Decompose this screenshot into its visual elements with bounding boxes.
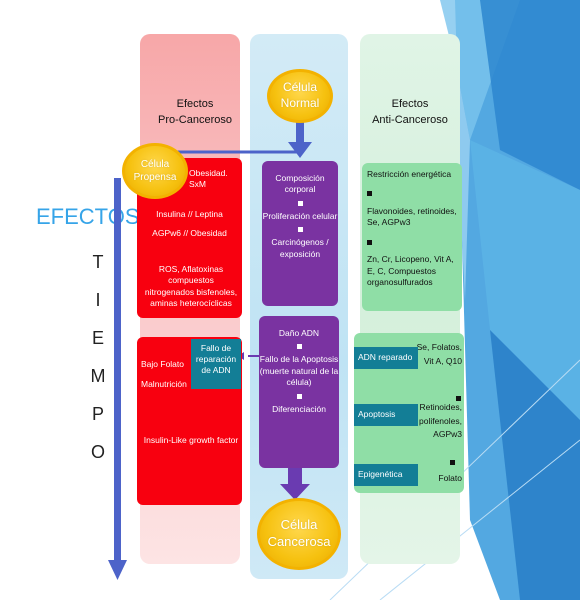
anti-top-item: Flavonoides, retinoides, Se, AGPw3 xyxy=(367,205,457,228)
normal-line-2: Normal xyxy=(280,96,320,110)
time-arrow-shaft xyxy=(114,178,121,564)
mid-bottom-item: Fallo de la Apoptosis (muerte natural de… xyxy=(259,354,339,388)
mid-top-item: Composición corporal xyxy=(275,173,325,195)
cell-normal-circle: Célula Normal xyxy=(267,69,333,123)
bullet-row xyxy=(367,237,457,248)
tiempo-letter: T xyxy=(92,252,104,272)
anti-bottom-text: Se, Folatos, Vit A, Q10 xyxy=(416,342,462,366)
time-arrow-head xyxy=(108,560,127,580)
cell-process-bottom-box: Daño ADN Fallo de la Apoptosis (muerte n… xyxy=(259,316,339,468)
anti-bottom-text: Folato xyxy=(438,473,462,483)
anti-heading-line-2: Anti-Canceroso xyxy=(372,113,448,126)
pro-top-item: Insulina // Leptina xyxy=(156,209,223,219)
cell-cancerosa-circle: Célula Cancerosa xyxy=(257,498,341,570)
pro-bottom-item: Malnutrición xyxy=(141,379,187,389)
bullet-marker xyxy=(296,393,302,399)
cancerosa-line-2: Cancerosa xyxy=(267,534,331,549)
bullet-marker xyxy=(297,227,303,233)
efectos-label: EFECTOS xyxy=(36,204,140,229)
cancer-arrow-head xyxy=(280,484,310,500)
tiempo-letter: E xyxy=(91,328,104,348)
bullet-marker xyxy=(296,344,302,350)
repair-failure-tag: Fallo de reparación de ADN xyxy=(191,339,241,389)
pro-heading-line-1: Efectos xyxy=(176,98,214,110)
normal-arrow-head xyxy=(288,142,312,158)
pro-top-item: Obesidad. SxM xyxy=(189,168,228,190)
mid-top-item: Carcinógenos / exposición xyxy=(271,237,329,259)
bullet-marker xyxy=(367,191,372,197)
bullet-row xyxy=(456,388,461,406)
bullet-row xyxy=(367,188,457,199)
bullet-row xyxy=(450,457,460,468)
pro-bottom-item: Bajo Folato xyxy=(141,359,184,369)
cancer-arrow-shaft xyxy=(288,466,302,486)
mid-bottom-item: Daño ADN xyxy=(278,328,320,338)
propensa-line-1: Célula xyxy=(140,159,170,170)
anti-top-item: Zn, Cr, Licopeno, Vit A, E, C, Compuesto… xyxy=(367,254,454,288)
anti-bottom-text: Retinoides, polifenoles, AGPw3 xyxy=(418,402,462,440)
propensa-line-2: Propensa xyxy=(133,172,177,183)
tiempo-label: T I E M P O xyxy=(88,252,108,480)
tiempo-letter: M xyxy=(90,366,106,386)
anti-cancer-top-box: Restricción energética Flavonoides, reti… xyxy=(362,163,462,311)
pro-top-item: ROS, Aflatoxinas compuestos nitrogenados… xyxy=(144,264,238,309)
tiempo-letter: P xyxy=(91,404,104,424)
normal-line-1: Célula xyxy=(282,80,317,95)
mid-bottom-item: Diferenciación xyxy=(272,403,326,414)
bullet-marker xyxy=(297,200,303,206)
bullet-marker xyxy=(450,460,455,465)
cell-propensa-circle: Célula Propensa xyxy=(122,143,188,199)
pro-cancer-heading: Efectos Pro-Canceroso xyxy=(140,97,250,129)
anti-cancer-heading: Efectos Anti-Canceroso xyxy=(355,97,465,129)
tiempo-letter: I xyxy=(95,290,101,310)
cancerosa-line-1: Célula xyxy=(280,517,318,533)
dna-repaired-tag: ADN reparado xyxy=(354,347,418,369)
bullet-marker xyxy=(367,239,372,245)
bullet-marker xyxy=(456,396,461,401)
epigenetics-tag: Epigenética xyxy=(354,464,418,486)
anti-heading-line-1: Efectos xyxy=(391,98,429,110)
pro-top-item: AGPw6 // Obesidad xyxy=(152,228,227,238)
mid-top-item: Proliferación celular xyxy=(262,210,338,221)
cell-process-top-box: Composición corporal Proliferación celul… xyxy=(262,161,338,306)
pro-heading-line-2: Pro-Canceroso xyxy=(158,113,232,126)
apoptosis-tag: Apoptosis xyxy=(354,404,418,426)
normal-arrow-shaft xyxy=(296,118,304,146)
anti-top-item: Restricción energética xyxy=(367,169,452,179)
pro-bottom-item: Insulin-Like growth factor xyxy=(143,435,239,445)
tiempo-letter: O xyxy=(90,442,105,462)
